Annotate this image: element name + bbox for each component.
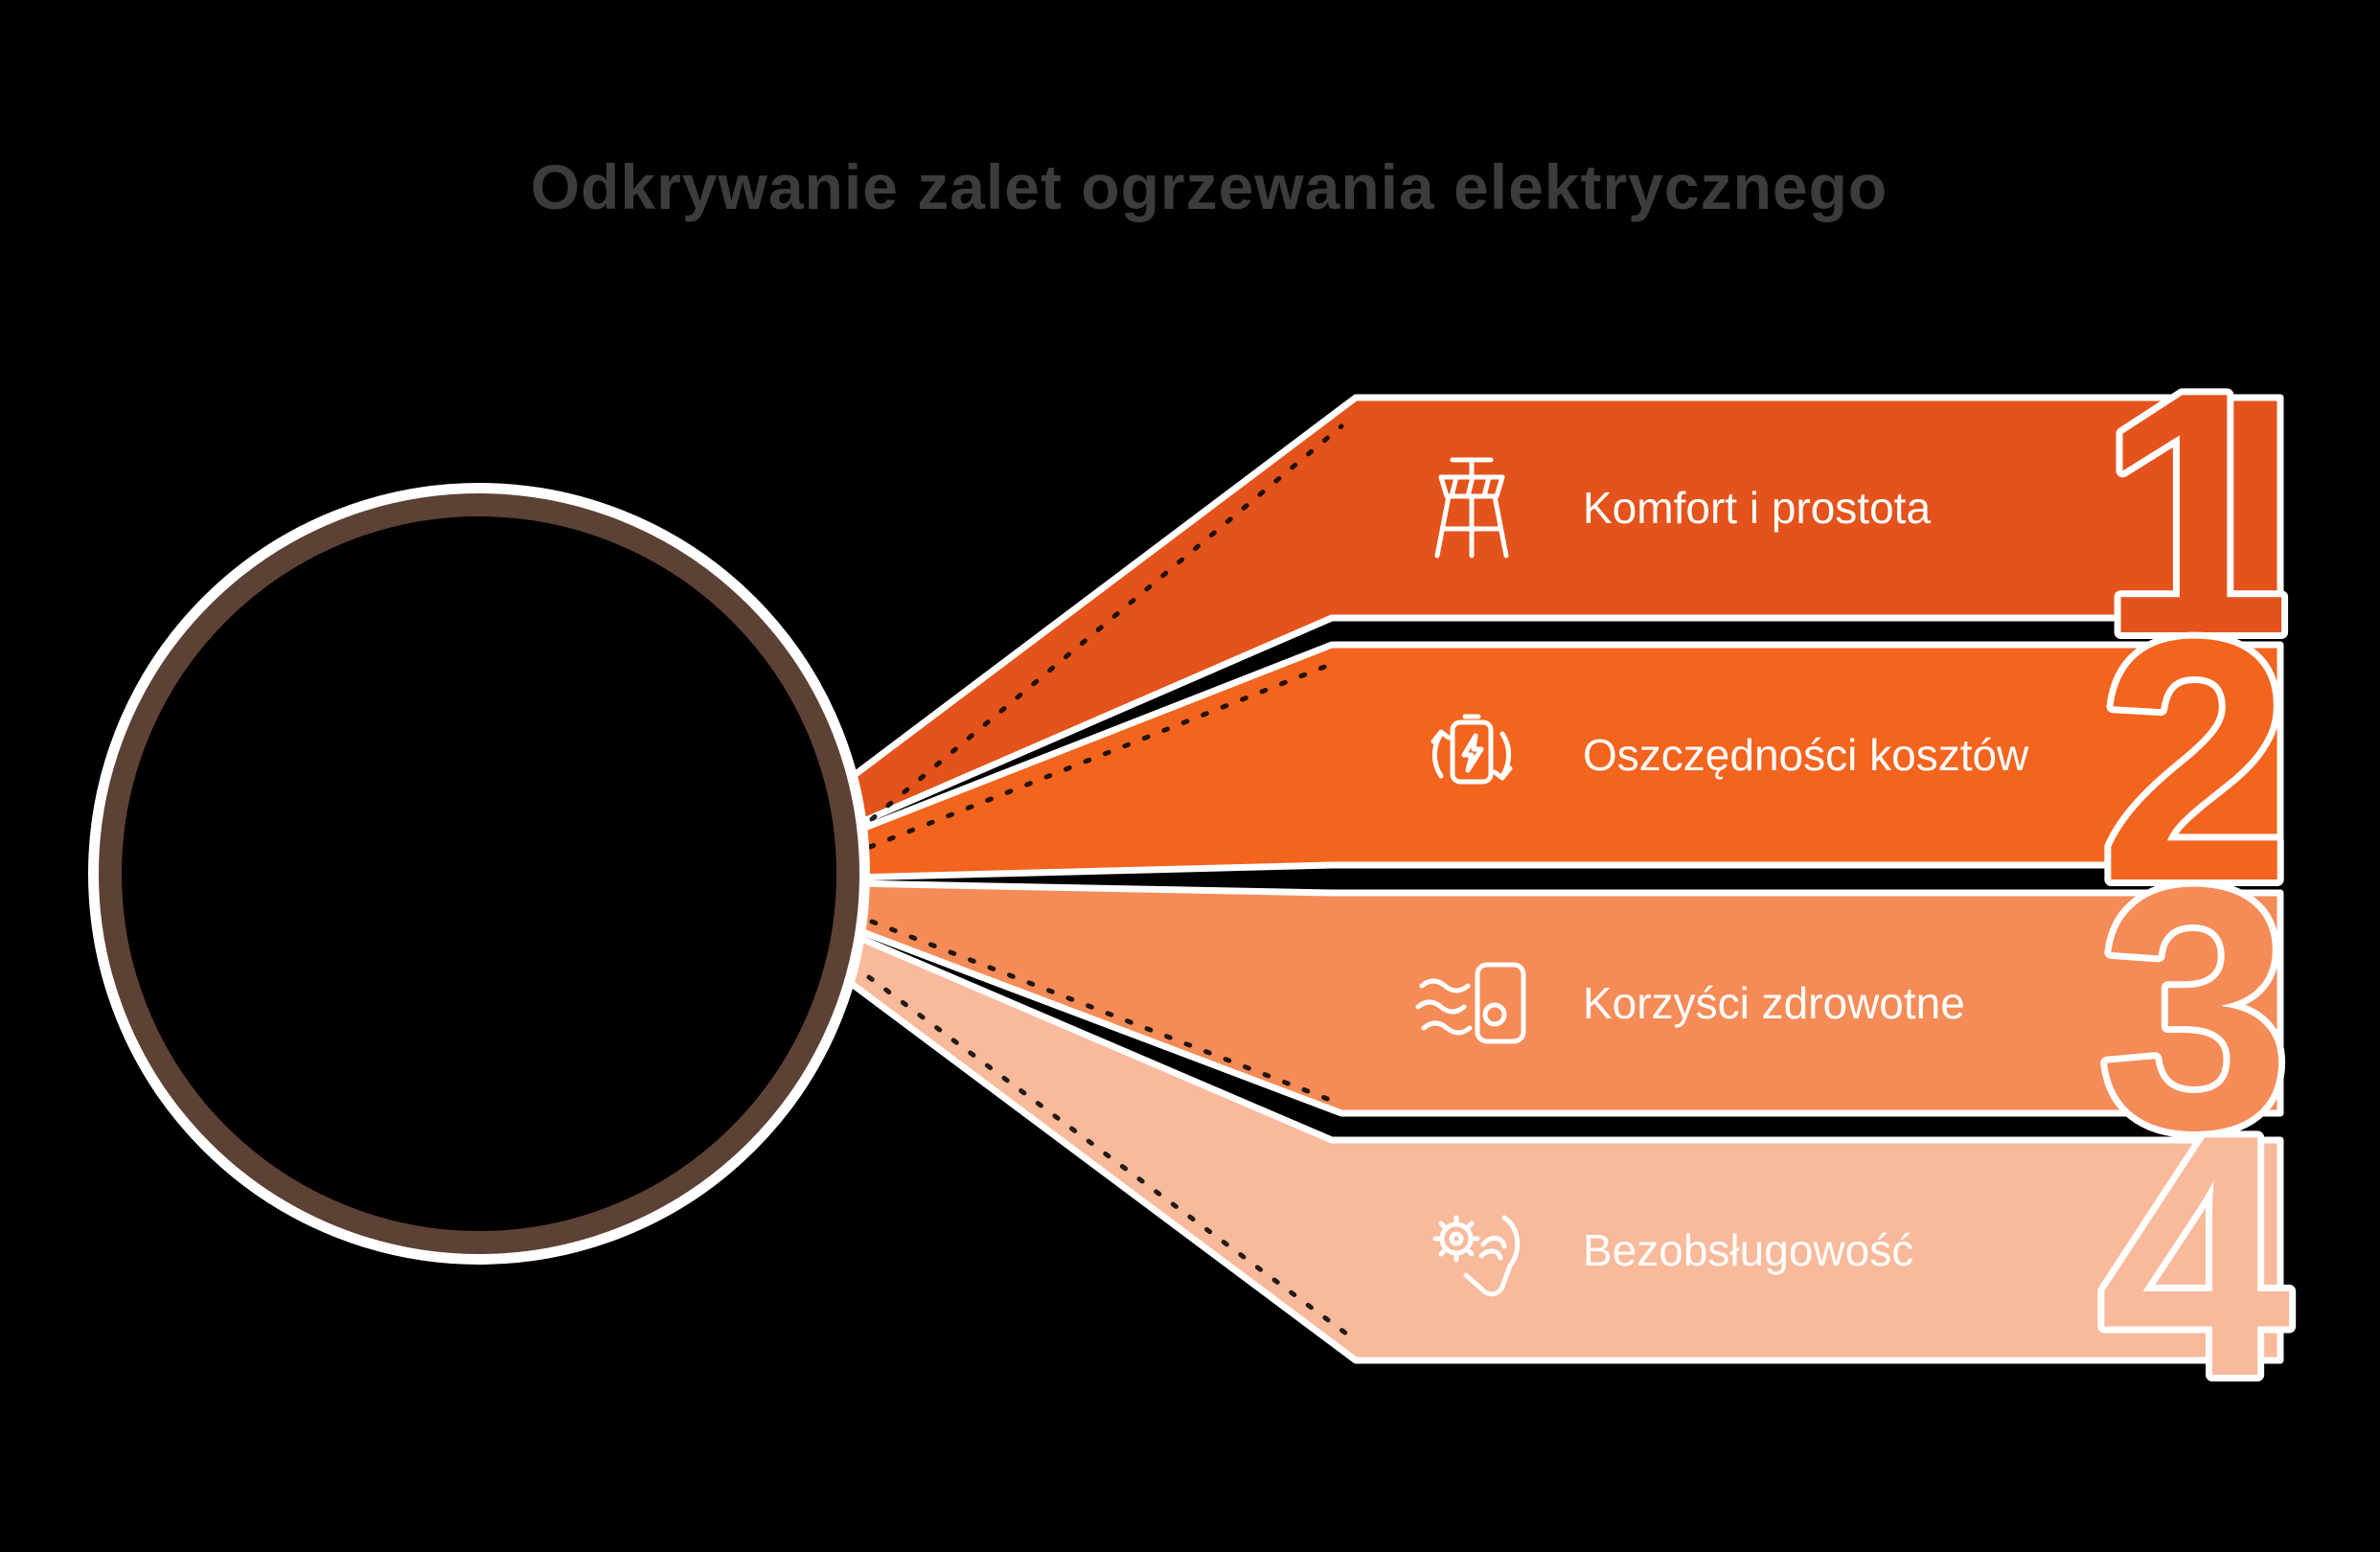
air-flow-icon — [1415, 962, 1526, 1044]
step-1-band: Komfort i prostota 1 — [836, 314, 2298, 833]
step-4-band: Bezobsługowość 4 — [836, 927, 2300, 1455]
battery-recycle-icon — [1430, 714, 1513, 785]
page-title: Odkrywanie zalet ogrzewania elektryczneg… — [531, 151, 1888, 222]
step-2-label: Oszczędności kosztów — [1583, 730, 2029, 780]
step-4-stitch-line — [866, 974, 1349, 1336]
stool-icon — [1434, 457, 1509, 559]
step-1-label: Komfort i prostota — [1583, 483, 1931, 533]
step-2-stitch-line — [867, 663, 1330, 850]
step-4-label: Bezobsługowość — [1583, 1225, 1913, 1275]
step-4-number: 4 — [2099, 1063, 2294, 1449]
gear-hand-icon — [1432, 1215, 1521, 1297]
step-3-label: Korzyści zdrowotne — [1583, 978, 1965, 1028]
circle-ring — [99, 493, 859, 1254]
step-1-stitch-line — [869, 423, 1344, 822]
